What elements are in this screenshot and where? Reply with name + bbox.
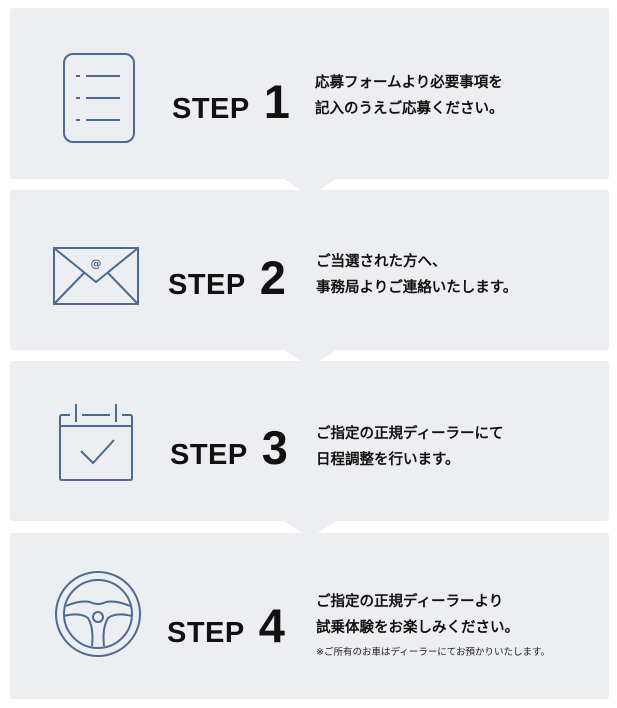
step-card-3: STEP 3 ご指定の正規ディーラーにて 日程調整を行います。 (10, 361, 609, 538)
calendar-check-icon (59, 402, 133, 482)
step-description: 応募フォームより必要事項を 記入のうえご応募ください。 (315, 70, 504, 122)
svg-text:@: @ (91, 257, 102, 270)
step-label: STEP 4 (167, 602, 285, 650)
description-line: 日程調整を行います。 (316, 452, 460, 468)
description-line: ご当選された方へ、 (316, 254, 447, 270)
step-number: 3 (261, 421, 288, 474)
form-document-icon (62, 52, 136, 144)
step-number: 1 (263, 75, 290, 128)
step-card-1: STEP 1 応募フォームより必要事項を 記入のうえご応募ください。 (10, 8, 609, 196)
steering-wheel-icon (54, 570, 142, 658)
step-number: 4 (258, 599, 285, 652)
step-card-2: @ STEP 2 ご当選された方へ、 事務局よりご連絡いたします。 (10, 190, 609, 367)
step-word: STEP (172, 93, 250, 125)
step-description: ご指定の正規ディーラーにて 日程調整を行います。 (316, 421, 503, 473)
step-note: ※ご所有のお車はディーラーにてお預かりいたします。 (316, 647, 551, 658)
step-number: 2 (259, 251, 286, 304)
step-connector-arrow (283, 179, 336, 196)
step-word: STEP (167, 617, 245, 649)
step-label: STEP 2 (168, 254, 286, 302)
description-line: 試乗体験をお楽しみください。 (316, 620, 519, 636)
step-connector-arrow (283, 350, 336, 367)
description-line: ご指定の正規ディーラーにて (316, 426, 504, 442)
step-word: STEP (170, 439, 248, 471)
step-label: STEP 1 (172, 78, 290, 126)
step-connector-arrow (283, 521, 336, 538)
step-description: ご当選された方へ、 事務局よりご連絡いたします。 (316, 249, 517, 301)
description-line: 事務局よりご連絡いたします。 (316, 280, 518, 296)
step-word: STEP (168, 269, 246, 301)
step-card-4: STEP 4 ご指定の正規ディーラーより 試乗体験をお楽しみください。 ※ご所有… (10, 533, 609, 699)
step-label: STEP 3 (170, 424, 288, 472)
description-line: 応募フォームより必要事項を (315, 75, 503, 91)
step-description: ご指定の正規ディーラーより 試乗体験をお楽しみください。 ※ご所有のお車はディー… (316, 589, 550, 661)
description-line: ご指定の正規ディーラーより (316, 594, 504, 610)
description-line: 記入のうえご応募ください。 (315, 101, 504, 117)
mail-envelope-icon: @ (52, 246, 140, 306)
